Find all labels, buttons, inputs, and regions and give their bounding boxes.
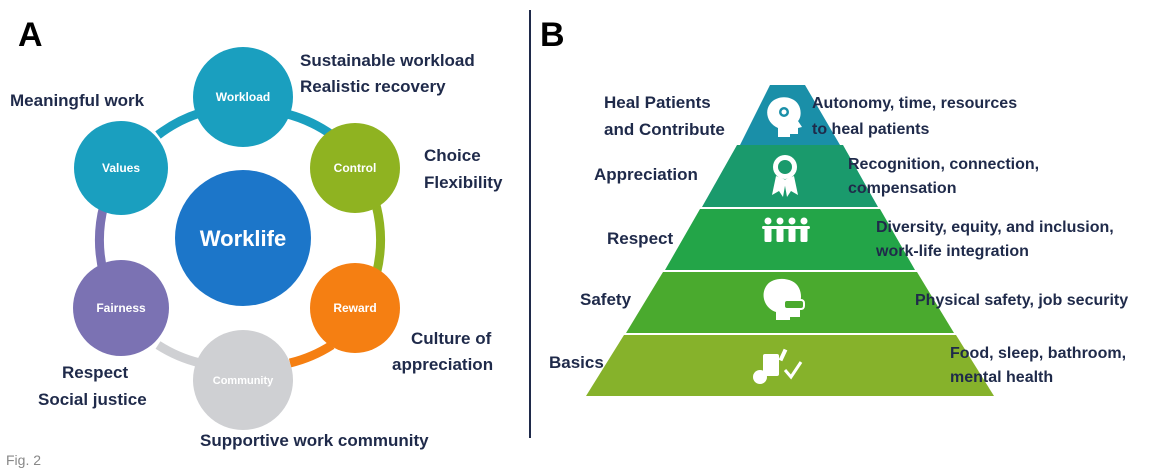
- fairness-desc-1: Respect: [62, 363, 128, 382]
- arc-community-fairness: [155, 341, 202, 368]
- respect-desc-2: work-life integration: [875, 243, 1029, 260]
- appreciation-desc-1: Recognition, connection,: [848, 156, 1039, 173]
- appreciation-name: Appreciation: [594, 165, 698, 184]
- workload-label: Workload: [216, 90, 270, 104]
- fairness-desc-2: Social justice: [38, 390, 147, 409]
- workload-desc-1: Sustainable workload: [300, 51, 475, 70]
- node-control: Control: [310, 123, 400, 213]
- heal-desc-2: to heal patients: [812, 121, 929, 138]
- arc-workload-control: [281, 108, 335, 139]
- values-desc: Meaningful work: [10, 91, 145, 110]
- node-reward: Reward: [310, 263, 400, 353]
- basics-name: Basics: [549, 353, 604, 372]
- basics-desc-2: mental health: [950, 369, 1053, 386]
- node-community: Community: [193, 330, 293, 430]
- heal-desc-1: Autonomy, time, resources: [812, 95, 1017, 112]
- community-desc: Supportive work community: [200, 431, 429, 450]
- head-gear-icon: [767, 97, 802, 137]
- people-group-icon: [762, 217, 810, 242]
- reward-label: Reward: [333, 301, 376, 315]
- panel-b-letter: B: [540, 16, 565, 54]
- panel-a-letter: A: [18, 16, 43, 54]
- control-circle: [310, 123, 400, 213]
- respect-name: Respect: [607, 229, 673, 248]
- arc-values-workload: [155, 108, 202, 139]
- award-ribbon-icon: [772, 155, 798, 197]
- mask-head-icon: [763, 278, 805, 320]
- values-circle: [74, 121, 168, 215]
- arc-reward-community: [288, 341, 335, 368]
- node-workload: Workload: [193, 47, 293, 147]
- figure-caption: Fig. 2: [6, 452, 41, 468]
- food-toilet-icon: [753, 348, 803, 384]
- fairness-circle: [73, 260, 169, 356]
- heal-name-1: Heal Patients: [604, 93, 711, 112]
- respect-desc-1: Diversity, equity, and inclusion,: [876, 219, 1114, 236]
- workload-desc-2: Realistic recovery: [300, 77, 446, 96]
- reward-desc-1: Culture of: [411, 329, 492, 348]
- workload-circle: [193, 47, 293, 147]
- worklife-center-label: Worklife: [200, 226, 286, 251]
- community-label: Community: [213, 375, 274, 387]
- node-values: Values: [74, 121, 168, 215]
- control-label: Control: [334, 161, 377, 175]
- appreciation-desc-2: compensation: [848, 180, 956, 197]
- community-circle: [193, 330, 293, 430]
- reward-circle: [310, 263, 400, 353]
- values-label: Values: [102, 161, 140, 175]
- fairness-label: Fairness: [96, 301, 146, 315]
- heal-name-2: and Contribute: [604, 120, 725, 139]
- node-fairness: Fairness: [73, 260, 169, 356]
- worklife-center-circle: [175, 170, 311, 306]
- control-desc-1: Choice: [424, 146, 481, 165]
- safety-name: Safety: [580, 290, 632, 309]
- arc-control-reward: [371, 203, 386, 277]
- safety-desc: Physical safety, job security: [915, 292, 1128, 309]
- pyramid-level-basics: [586, 335, 994, 396]
- control-desc-2: Flexibility: [424, 173, 503, 192]
- reward-desc-2: appreciation: [392, 355, 493, 374]
- basics-desc-1: Food, sleep, bathroom,: [950, 345, 1126, 362]
